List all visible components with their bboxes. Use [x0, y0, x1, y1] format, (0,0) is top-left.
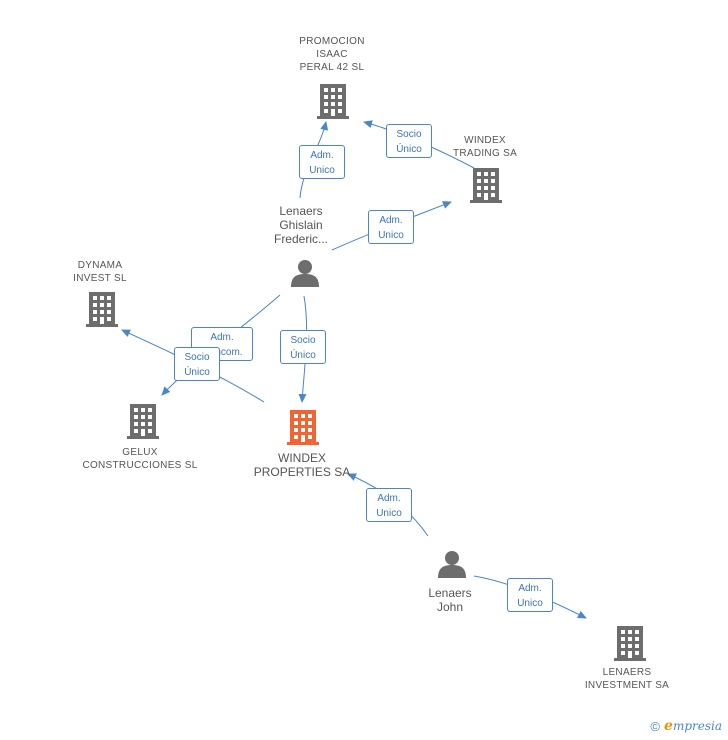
dynama-building-icon[interactable]: [86, 292, 118, 327]
windex-properties-building-icon[interactable]: [287, 410, 319, 445]
windex-properties-label[interactable]: WINDEX PROPERTIES SA: [253, 451, 351, 479]
lenaers-investment-label[interactable]: LENAERS INVESTMENT SA: [584, 667, 670, 691]
edge-badge-socio-unico[interactable]: Socio Único: [174, 347, 220, 381]
edge-badge-adm-unico[interactable]: Adm. Unico: [299, 145, 345, 179]
copyright-icon: ©: [650, 718, 661, 734]
windex-trading-building-icon[interactable]: [470, 168, 502, 203]
lenaers-ghislain-label[interactable]: Lenaers Ghislain Frederic...: [273, 204, 328, 246]
lenaers-john-person-icon[interactable]: [438, 551, 466, 578]
edge-badge-adm-unico[interactable]: Adm. Unico: [368, 210, 414, 244]
lenaers-ghislain-person-icon[interactable]: [291, 260, 319, 287]
windex-trading-label[interactable]: WINDEX TRADING SA: [452, 135, 518, 159]
lenaers-investment-building-icon[interactable]: [614, 626, 646, 661]
edge-badge-socio-unico[interactable]: Socio Único: [280, 330, 326, 364]
edge-badge-adm-unico[interactable]: Adm. Unico: [507, 578, 553, 612]
promocion-label[interactable]: PROMOCION ISAAC PERAL 42 SL: [299, 36, 365, 73]
edge-badge-socio-unico[interactable]: Socio Único: [386, 124, 432, 158]
dynama-label[interactable]: DYNAMA INVEST SL: [73, 260, 127, 284]
promocion-building-icon[interactable]: [317, 84, 349, 119]
empresia-brand: © empresia: [650, 718, 722, 734]
edge-badge-adm-unico[interactable]: Adm. Unico: [366, 488, 412, 522]
brand-wordmark: empresia: [664, 718, 722, 734]
gelux-building-icon[interactable]: [127, 404, 159, 439]
lenaers-john-label[interactable]: Lenaers John: [428, 586, 472, 614]
gelux-label[interactable]: GELUX CONSTRUCCIONES SL: [82, 447, 198, 471]
